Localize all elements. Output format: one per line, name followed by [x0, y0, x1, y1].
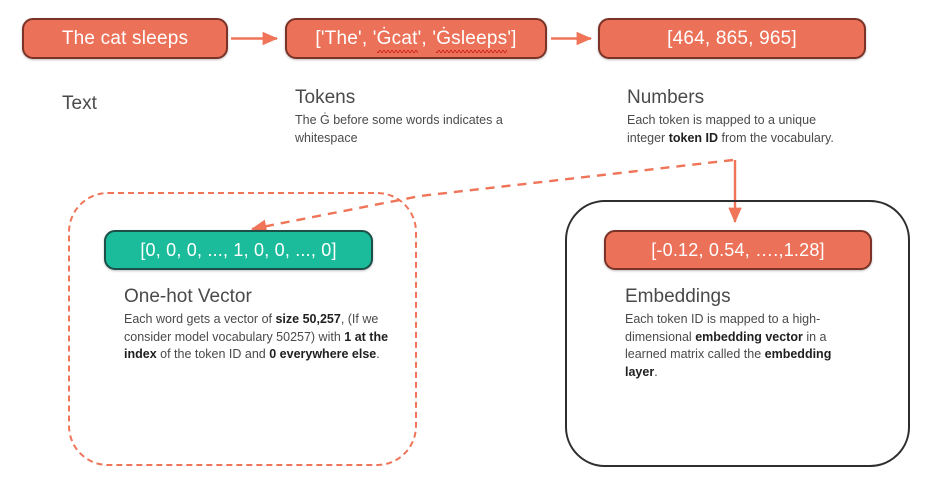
caption-one-hot: One-hot Vector Each word gets a vector o…: [124, 285, 404, 364]
caption-embeddings: Embeddings Each token ID is mapped to a …: [625, 285, 857, 382]
caption-tokens-line1: The Ġ before some words indicates: [295, 112, 493, 127]
text-input-box[interactable]: The cat sleeps: [22, 18, 228, 59]
caption-numbers-bold: token ID: [668, 130, 719, 145]
caption-numbers-title: Numbers: [627, 87, 705, 108]
tokens-value: ['The', 'Ġcat', 'Ġsleeps']: [315, 27, 517, 53]
tokens-suffix: ']: [507, 27, 517, 49]
caption-tokens: Tokens The Ġ before some words indicates…: [295, 86, 535, 147]
caption-embeddings-body: Each token ID is mapped to a high-dimens…: [625, 311, 857, 382]
embed-p2: in a learned matrix called the: [625, 329, 827, 362]
caption-numbers-pre: Each token is mapped to a unique integer: [627, 112, 817, 145]
one-hot-vector-box[interactable]: [0, 0, 0, ..., 1, 0, 0, ..., 0]: [104, 230, 373, 270]
caption-numbers-post: from the vocabulary.: [718, 130, 834, 145]
onehot-b1: size 50,257: [275, 311, 341, 326]
text-input-value: The cat sleeps: [61, 27, 189, 49]
one-hot-group-container: [68, 192, 417, 466]
onehot-b3: 0 everywhere else: [269, 347, 377, 362]
caption-numbers-body: Each token is mapped to a unique integer…: [627, 112, 842, 148]
embeddings-vector-box[interactable]: [-0.12, 0.54, ….,1.28]: [604, 230, 872, 270]
caption-one-hot-title: One-hot Vector: [124, 286, 252, 307]
tokens-separator: ', ': [417, 27, 437, 49]
onehot-b2: 1 at the index: [124, 329, 389, 362]
tokens-prefix: ['The', ': [315, 27, 377, 49]
embed-b2: embedding layer: [625, 347, 832, 379]
embeddings-vector-value: [-0.12, 0.54, ….,1.28]: [651, 239, 825, 260]
onehot-p4: .: [376, 347, 380, 362]
token-sleeps: Ġsleeps: [436, 27, 508, 53]
numbers-value: [464, 865, 965]: [667, 27, 797, 49]
caption-tokens-body: The Ġ before some words indicates a whit…: [295, 112, 535, 148]
numbers-box[interactable]: [464, 865, 965]: [598, 18, 866, 59]
caption-numbers: Numbers Each token is mapped to a unique…: [627, 86, 842, 147]
onehot-p3: of the token ID and: [156, 347, 270, 362]
embed-b1: embedding vector: [695, 329, 803, 344]
token-cat: Ġcat: [376, 27, 418, 53]
onehot-p1: Each word gets a vector of: [124, 311, 276, 326]
caption-tokens-title: Tokens: [295, 87, 356, 108]
tokens-box[interactable]: ['The', 'Ġcat', 'Ġsleeps']: [285, 18, 547, 59]
caption-one-hot-body: Each word gets a vector of size 50,257, …: [124, 311, 404, 364]
caption-text: Text: [62, 92, 97, 118]
caption-embeddings-title: Embeddings: [625, 286, 731, 307]
caption-tokens-line2: a whitespace: [295, 112, 503, 145]
caption-text-title: Text: [62, 93, 97, 114]
onehot-p2: , (If we consider model vocabulary 50257…: [124, 311, 379, 344]
embeddings-group-container: [565, 200, 910, 467]
one-hot-vector-value: [0, 0, 0, ..., 1, 0, 0, ..., 0]: [140, 239, 337, 260]
embed-p3: .: [654, 365, 658, 379]
embed-p1: Each token ID is mapped to a high-dimens…: [625, 311, 821, 344]
